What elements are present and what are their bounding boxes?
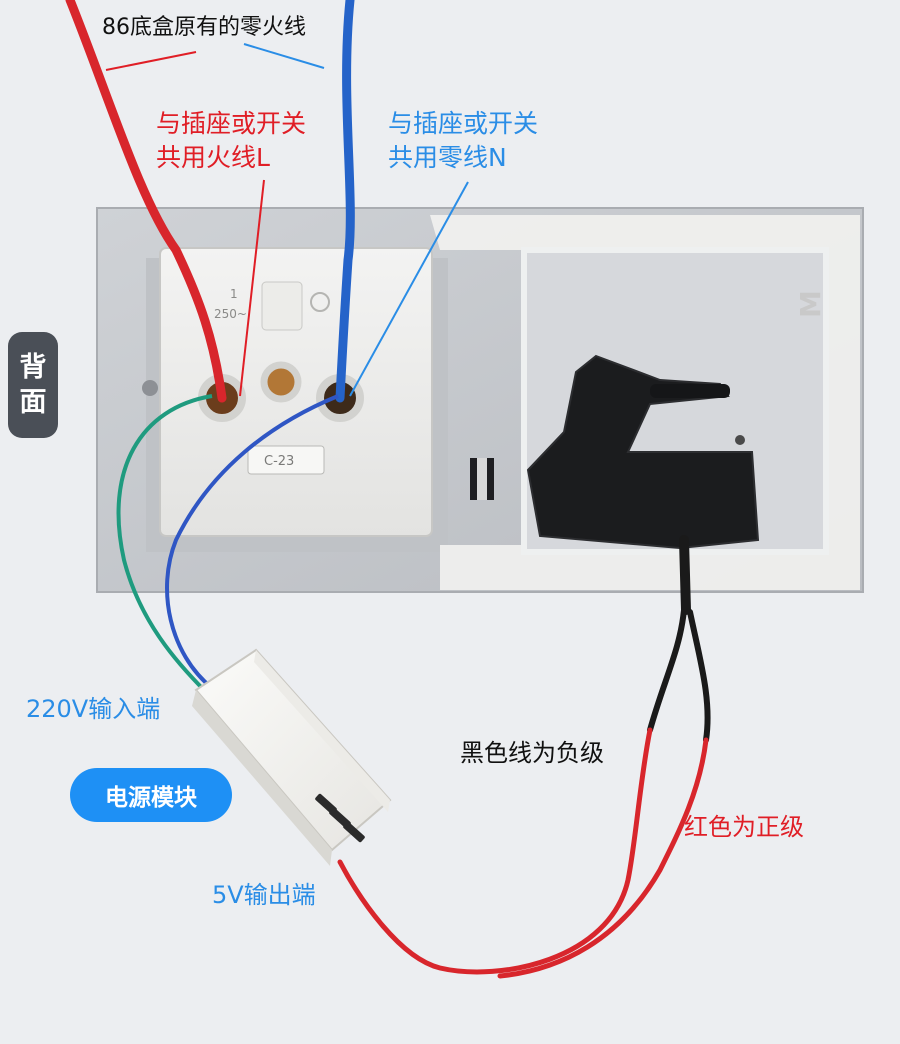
output-cable: [337, 535, 711, 979]
callout-line-red-top: [105, 51, 197, 71]
shared-neutral-label-line2: 共用零线N: [388, 143, 507, 172]
callout-line-neutral: [349, 181, 469, 397]
back-side-char-1: 背: [19, 351, 47, 383]
socket-module: 1 250~ C-23: [159, 247, 433, 537]
callout-line-blue-top: [243, 43, 325, 69]
shared-neutral-label-line1: 与插座或开关: [388, 109, 539, 138]
ground-lead: [116, 394, 213, 694]
socket-rating-top: 1: [230, 287, 238, 301]
mounting-slot: [470, 458, 494, 500]
input-220v-label: 220V输入端: [26, 695, 161, 723]
live-wire: [65, 0, 227, 403]
original-wires-label: 86底盒原有的零火线: [102, 15, 306, 40]
neutral-lead: [165, 394, 339, 690]
power-module-pill: 电源模块: [70, 768, 232, 822]
neutral-wire: [335, 0, 355, 403]
power-module-label: 电源模块: [105, 785, 197, 811]
socket-rating-bottom: 250~: [214, 307, 247, 321]
svg-text:M: M: [794, 290, 827, 318]
shared-live-label-line2: 共用火线L: [156, 143, 270, 172]
black-tape-tab: [650, 384, 730, 398]
output-5v-label: 5V输出端: [212, 881, 316, 909]
black-negative-label: 黑色线为负级: [460, 739, 604, 767]
back-side-tab: 背 面: [8, 332, 58, 438]
panel-hole: [735, 435, 745, 445]
shared-live-label-line1: 与插座或开关: [156, 109, 307, 138]
power-module-box: [192, 648, 392, 866]
back-side-char-2: 面: [19, 387, 47, 418]
callout-line-live: [239, 179, 265, 397]
socket-model: C-23: [264, 454, 294, 469]
red-positive-label: 红色为正级: [684, 813, 804, 841]
